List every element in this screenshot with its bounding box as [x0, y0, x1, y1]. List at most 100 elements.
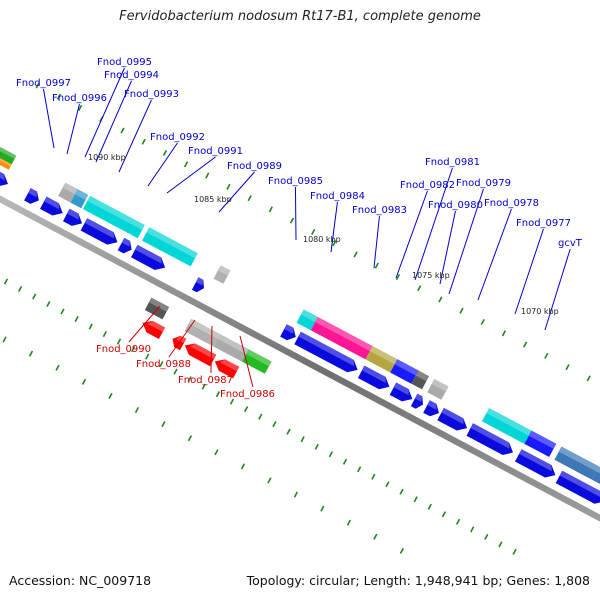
cds-forward-arrow[interactable] [0, 168, 8, 186]
feature-block[interactable] [365, 346, 398, 373]
tick-mark [2, 336, 7, 343]
gene-label-forward[interactable]: Fnod_0984 [310, 191, 365, 202]
tick-mark [314, 443, 319, 450]
cds-forward-arrow[interactable] [423, 400, 439, 417]
feature-block-highlight [87, 195, 145, 230]
feature-block[interactable] [0, 156, 12, 170]
cds-reverse-arrow[interactable] [142, 320, 166, 339]
feature-block[interactable] [390, 359, 419, 384]
tick-mark [46, 300, 51, 308]
cds-reverse-arrow[interactable] [184, 343, 217, 367]
leader-line-forward [544, 248, 571, 331]
gene-label-forward[interactable]: Fnod_0996 [52, 93, 107, 104]
gene-label-forward[interactable]: Fnod_0983 [352, 205, 407, 216]
leader-line-forward [66, 103, 80, 155]
gene-label-forward[interactable]: Fnod_0997 [16, 78, 71, 89]
cds-forward-arrow[interactable] [555, 470, 600, 504]
feature-block-highlight [75, 189, 89, 200]
feature-block-highlight [188, 318, 221, 339]
feature-block[interactable] [591, 466, 600, 501]
feature-block-highlight [528, 430, 557, 449]
tick-mark [399, 547, 404, 554]
cds-forward-arrow[interactable] [410, 393, 423, 409]
feature-block[interactable] [411, 370, 429, 390]
gene-label-reverse[interactable]: Fnod_0990 [96, 344, 151, 355]
gene-label-forward[interactable]: Fnod_0977 [516, 218, 571, 229]
leader-line-forward [95, 80, 132, 163]
gene-label-forward[interactable]: Fnod_0978 [484, 198, 539, 209]
feature-block-highlight [148, 297, 170, 312]
feature-block[interactable] [213, 334, 249, 362]
tick-mark [3, 278, 9, 285]
cds-forward-arrow-highlight [84, 218, 114, 239]
cds-forward-arrow[interactable] [131, 244, 166, 270]
tick-mark [102, 331, 107, 338]
gene-label-forward[interactable]: Fnod_0995 [97, 57, 152, 68]
feature-block[interactable] [184, 318, 221, 347]
gene-label-forward[interactable]: Fnod_0979 [456, 178, 511, 189]
tick-mark [81, 378, 87, 385]
cds-forward-arrow-highlight [67, 208, 79, 220]
cds-forward-arrow[interactable] [191, 277, 204, 293]
feature-block[interactable] [83, 195, 145, 239]
cds-forward-arrow[interactable] [40, 196, 63, 216]
feature-block[interactable] [213, 265, 231, 284]
gene-label-forward[interactable]: Fnod_0991 [188, 146, 243, 157]
cds-forward-arrow[interactable] [24, 188, 39, 204]
gene-label-forward[interactable]: Fnod_0980 [428, 200, 483, 211]
cds-forward-arrow[interactable] [117, 237, 132, 254]
cds-forward-arrow[interactable] [389, 382, 413, 402]
gene-label-forward[interactable]: Fnod_0982 [400, 180, 455, 191]
gene-label-forward[interactable]: Fnod_0994 [104, 70, 159, 81]
cds-forward-arrow[interactable] [80, 218, 118, 245]
feature-block[interactable] [70, 189, 89, 209]
leader-line-forward [373, 215, 380, 269]
leader-line-forward [330, 201, 338, 253]
feature-block[interactable] [144, 297, 170, 320]
tick-mark [342, 458, 348, 465]
leader-line-forward [395, 190, 428, 279]
cds-forward-arrow[interactable] [515, 449, 556, 478]
cds-forward-arrow[interactable] [466, 423, 514, 455]
cds-forward-arrow[interactable] [280, 324, 296, 341]
gene-label-forward[interactable]: Fnod_0985 [268, 176, 323, 187]
feature-block[interactable] [142, 227, 198, 267]
tick-mark [247, 195, 252, 202]
tick-mark [320, 505, 325, 512]
feature-block[interactable] [482, 408, 532, 444]
gene-label-forward[interactable]: gcvT [558, 238, 583, 249]
cds-forward-arrow[interactable] [357, 365, 390, 390]
feature-block[interactable] [58, 182, 78, 203]
tick-mark [215, 391, 221, 398]
tick-mark [173, 368, 178, 375]
feature-block[interactable] [310, 317, 373, 360]
feature-block[interactable] [296, 309, 318, 331]
scale-label: 1075 kbp [412, 271, 450, 280]
feature-block[interactable] [0, 147, 17, 165]
gene-label-reverse[interactable]: Fnod_0988 [136, 359, 191, 370]
leader-line-forward [294, 186, 297, 241]
tick-mark [258, 413, 263, 420]
label-leaders [42, 67, 571, 388]
feature-block-highlight [217, 334, 249, 354]
cds-forward-arrow[interactable] [63, 208, 83, 226]
tick-mark [300, 436, 305, 443]
feature-block[interactable] [554, 446, 599, 480]
tick-mark [116, 338, 122, 345]
tick-mark [88, 323, 93, 330]
feature-block[interactable] [242, 349, 272, 374]
feature-block-highlight [415, 370, 429, 382]
cds-forward-arrow[interactable] [294, 331, 358, 373]
gene-label-forward[interactable]: Fnod_0981 [425, 157, 480, 168]
feature-block[interactable] [524, 430, 557, 457]
cds-forward-arrow[interactable] [437, 407, 468, 431]
gene-label-reverse[interactable]: Fnod_0986 [220, 389, 275, 400]
gene-label-reverse[interactable]: Fnod_0987 [178, 375, 233, 386]
gene-label-forward[interactable]: Fnod_0989 [227, 161, 282, 172]
feature-block[interactable] [427, 379, 449, 400]
cds-reverse-arrow[interactable] [214, 359, 240, 379]
tick-mark [272, 421, 277, 428]
gene-label-forward[interactable]: Fnod_0992 [150, 132, 205, 143]
gene-label-forward[interactable]: Fnod_0993 [124, 89, 179, 100]
